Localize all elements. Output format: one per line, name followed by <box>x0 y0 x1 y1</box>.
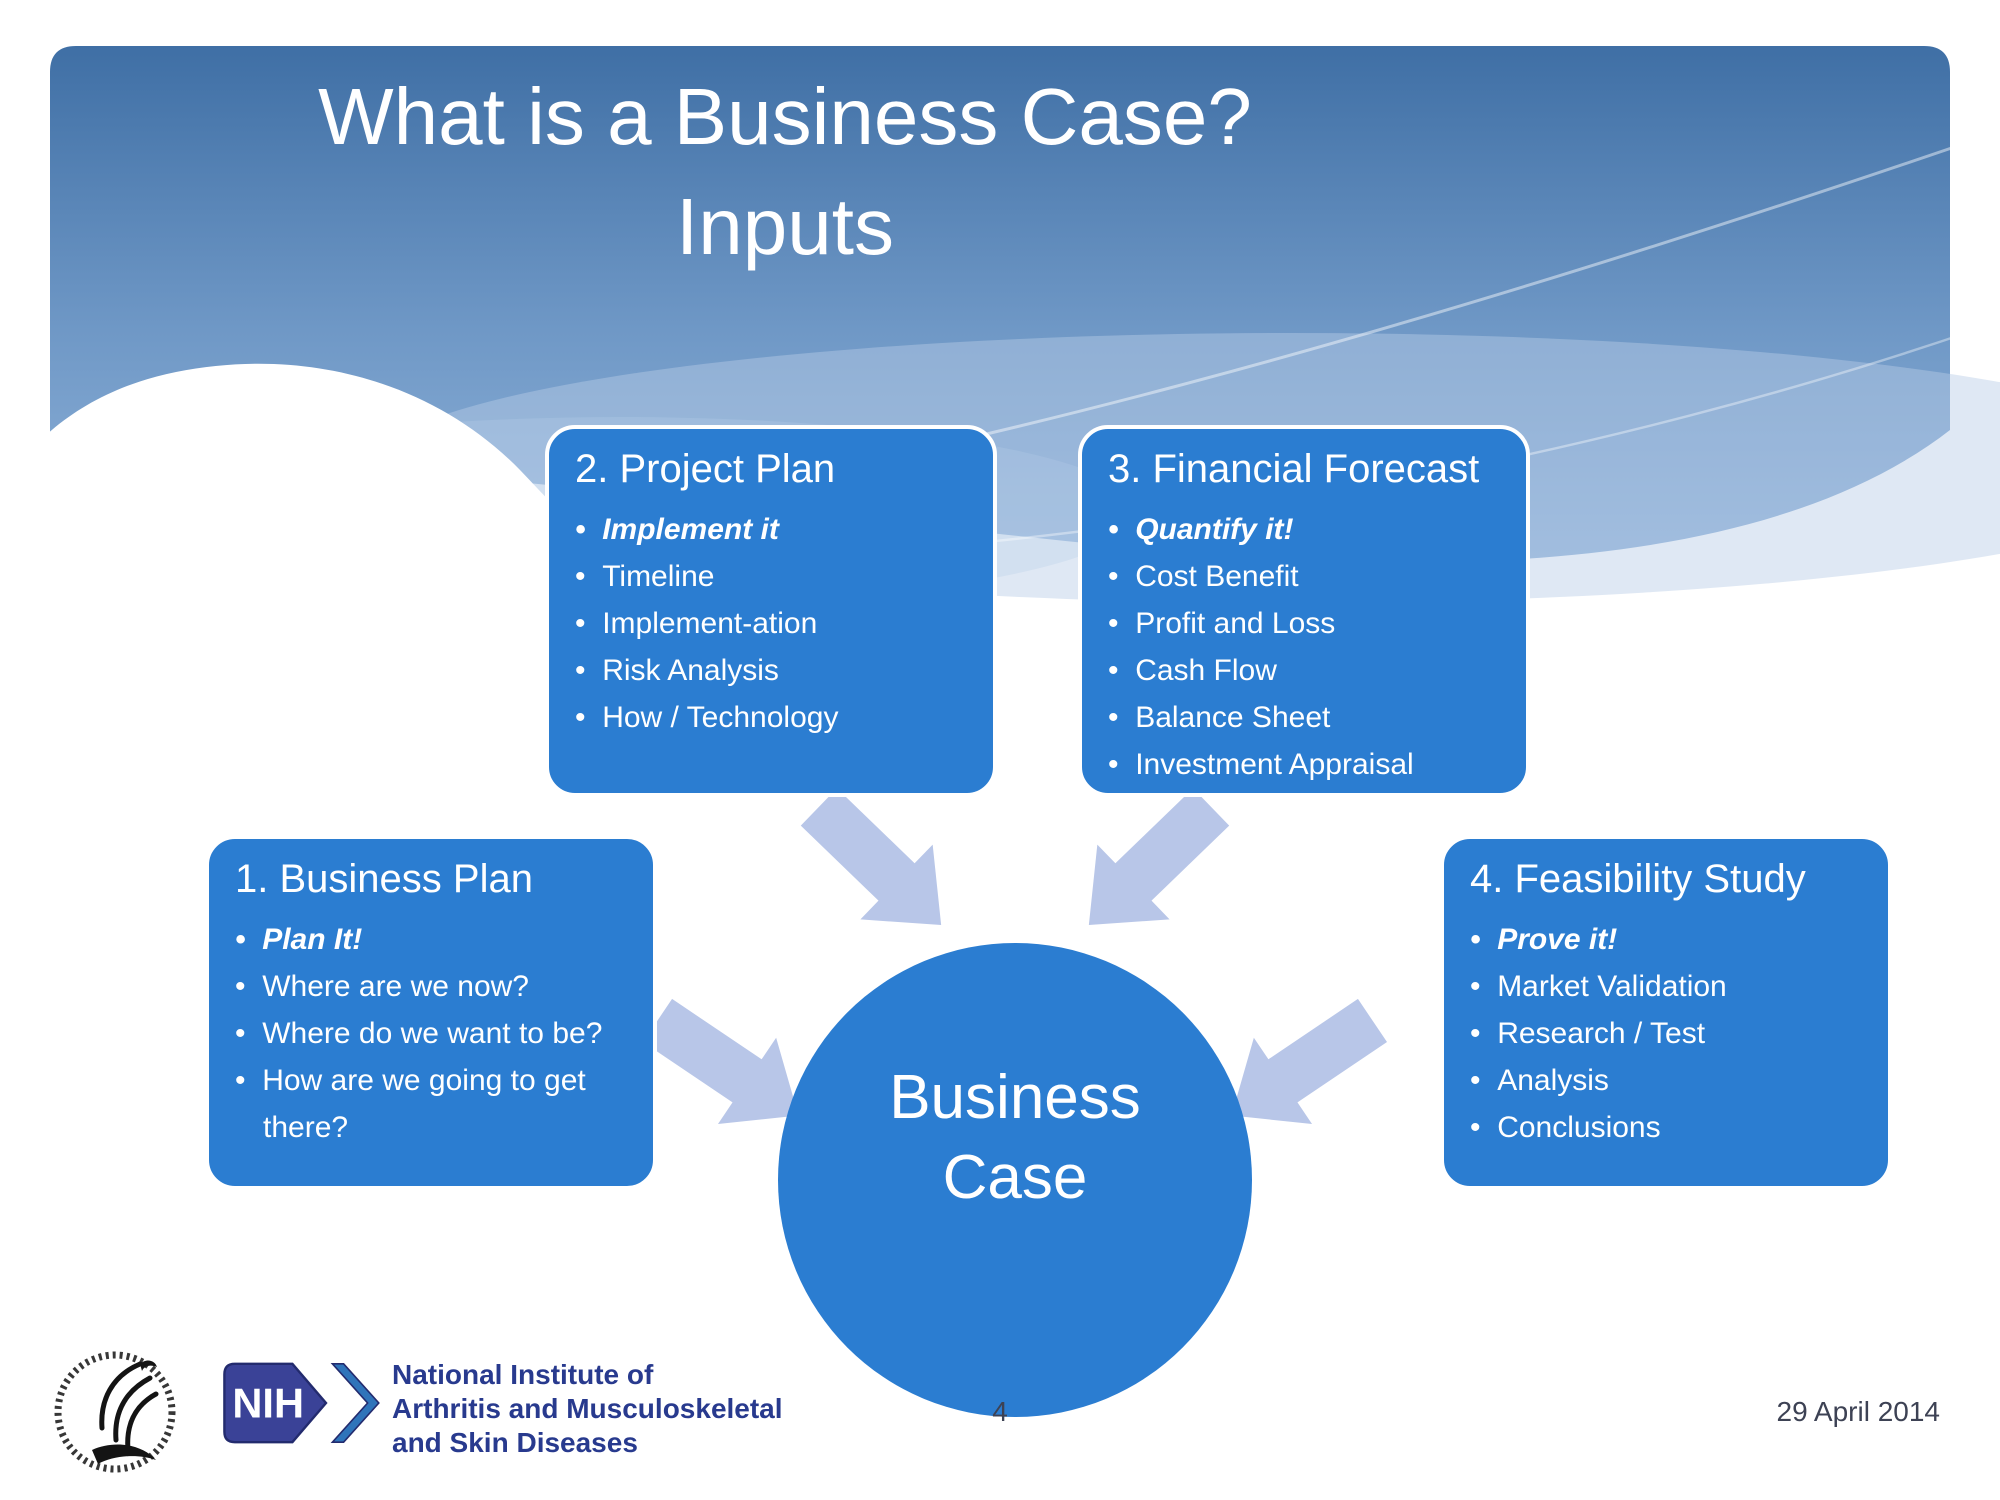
bullet: How are we going to get there? <box>235 1057 633 1151</box>
bullet: Plan It! <box>235 916 633 963</box>
institute-name-line3: and Skin Diseases <box>392 1427 638 1458</box>
box-feasibility-study: 4. Feasibility Study Prove it! Market Va… <box>1440 835 1892 1190</box>
box-project-plan-bullets: Implement it Timeline Implement-ation Ri… <box>549 506 993 741</box>
nih-logo-tag <box>223 1362 328 1444</box>
nih-logo-text: NIH <box>232 1379 304 1426</box>
nih-logo-chevron <box>330 1363 380 1443</box>
hhs-logo-ring <box>54 1351 176 1473</box>
bullet: Risk Analysis <box>575 647 973 694</box>
bullet: Implement-ation <box>575 600 973 647</box>
institute-name-line1: National Institute of <box>392 1359 654 1390</box>
bullet: How / Technology <box>575 694 973 741</box>
arrow-business-plan <box>642 998 799 1124</box>
bullet: Where are we now? <box>235 963 633 1010</box>
hhs-logo-eagle-talon <box>92 1444 156 1464</box>
slide-date: 29 April 2014 <box>1776 1396 1940 1427</box>
bullet: Cost Benefit <box>1108 553 1506 600</box>
institute-name-line2: Arthritis and Musculoskeletal <box>392 1393 783 1424</box>
box-feasibility-study-title: 4. Feasibility Study <box>1470 857 1806 901</box>
box-business-plan-title: 1. Business Plan <box>235 857 533 901</box>
bullet: Analysis <box>1470 1057 1868 1104</box>
business-case-label: Business Case <box>889 1058 1141 1218</box>
bullet: Balance Sheet <box>1108 694 1506 741</box>
nih-logo: NIH <box>223 1362 380 1444</box>
page-number: 4 <box>992 1396 1008 1427</box>
slide-title: What is a Business Case? Inputs <box>0 62 1570 282</box>
box-business-plan: 1. Business Plan Plan It! Where are we n… <box>205 835 657 1190</box>
hhs-logo-eagle <box>99 1361 159 1453</box>
bullet: Market Validation <box>1470 963 1868 1010</box>
bullet: Cash Flow <box>1108 647 1506 694</box>
box-project-plan: 2. Project Plan Implement it Timeline Im… <box>545 425 997 797</box>
box-financial-forecast-title: 3. Financial Forecast <box>1108 447 1480 491</box>
box-feasibility-study-bullets: Prove it! Market Validation Research / T… <box>1444 916 1888 1151</box>
business-case-line1: Business <box>889 1063 1141 1132</box>
arrow-feasibility-study <box>1231 998 1388 1124</box>
bullet: Profit and Loss <box>1108 600 1506 647</box>
slide-title-line2: Inputs <box>676 182 894 271</box>
hhs-logo-eagle-head <box>140 1360 157 1371</box>
bullet: Timeline <box>575 553 973 600</box>
bullet: Investment Appraisal <box>1108 741 1506 788</box>
business-case-circle: Business Case <box>778 943 1252 1417</box>
arrow-project-plan <box>800 788 942 926</box>
bullet: Where do we want to be? <box>235 1010 633 1057</box>
box-financial-forecast: 3. Financial Forecast Quantify it! Cost … <box>1078 425 1530 797</box>
hhs-logo <box>54 1351 176 1473</box>
bullet: Research / Test <box>1470 1010 1868 1057</box>
business-case-line2: Case <box>942 1143 1088 1212</box>
bullet: Prove it! <box>1470 916 1868 963</box>
box-business-plan-bullets: Plan It! Where are we now? Where do we w… <box>209 916 653 1151</box>
box-financial-forecast-bullets: Quantify it! Cost Benefit Profit and Los… <box>1082 506 1526 788</box>
bullet: Implement it <box>575 506 973 553</box>
bullet: Conclusions <box>1470 1104 1868 1151</box>
bullet: Quantify it! <box>1108 506 1506 553</box>
institute-name: National Institute of Arthritis and Musc… <box>392 1358 783 1460</box>
slide-title-line1: What is a Business Case? <box>318 72 1252 161</box>
box-project-plan-title: 2. Project Plan <box>575 447 836 491</box>
arrow-financial-forecast <box>1088 788 1230 926</box>
